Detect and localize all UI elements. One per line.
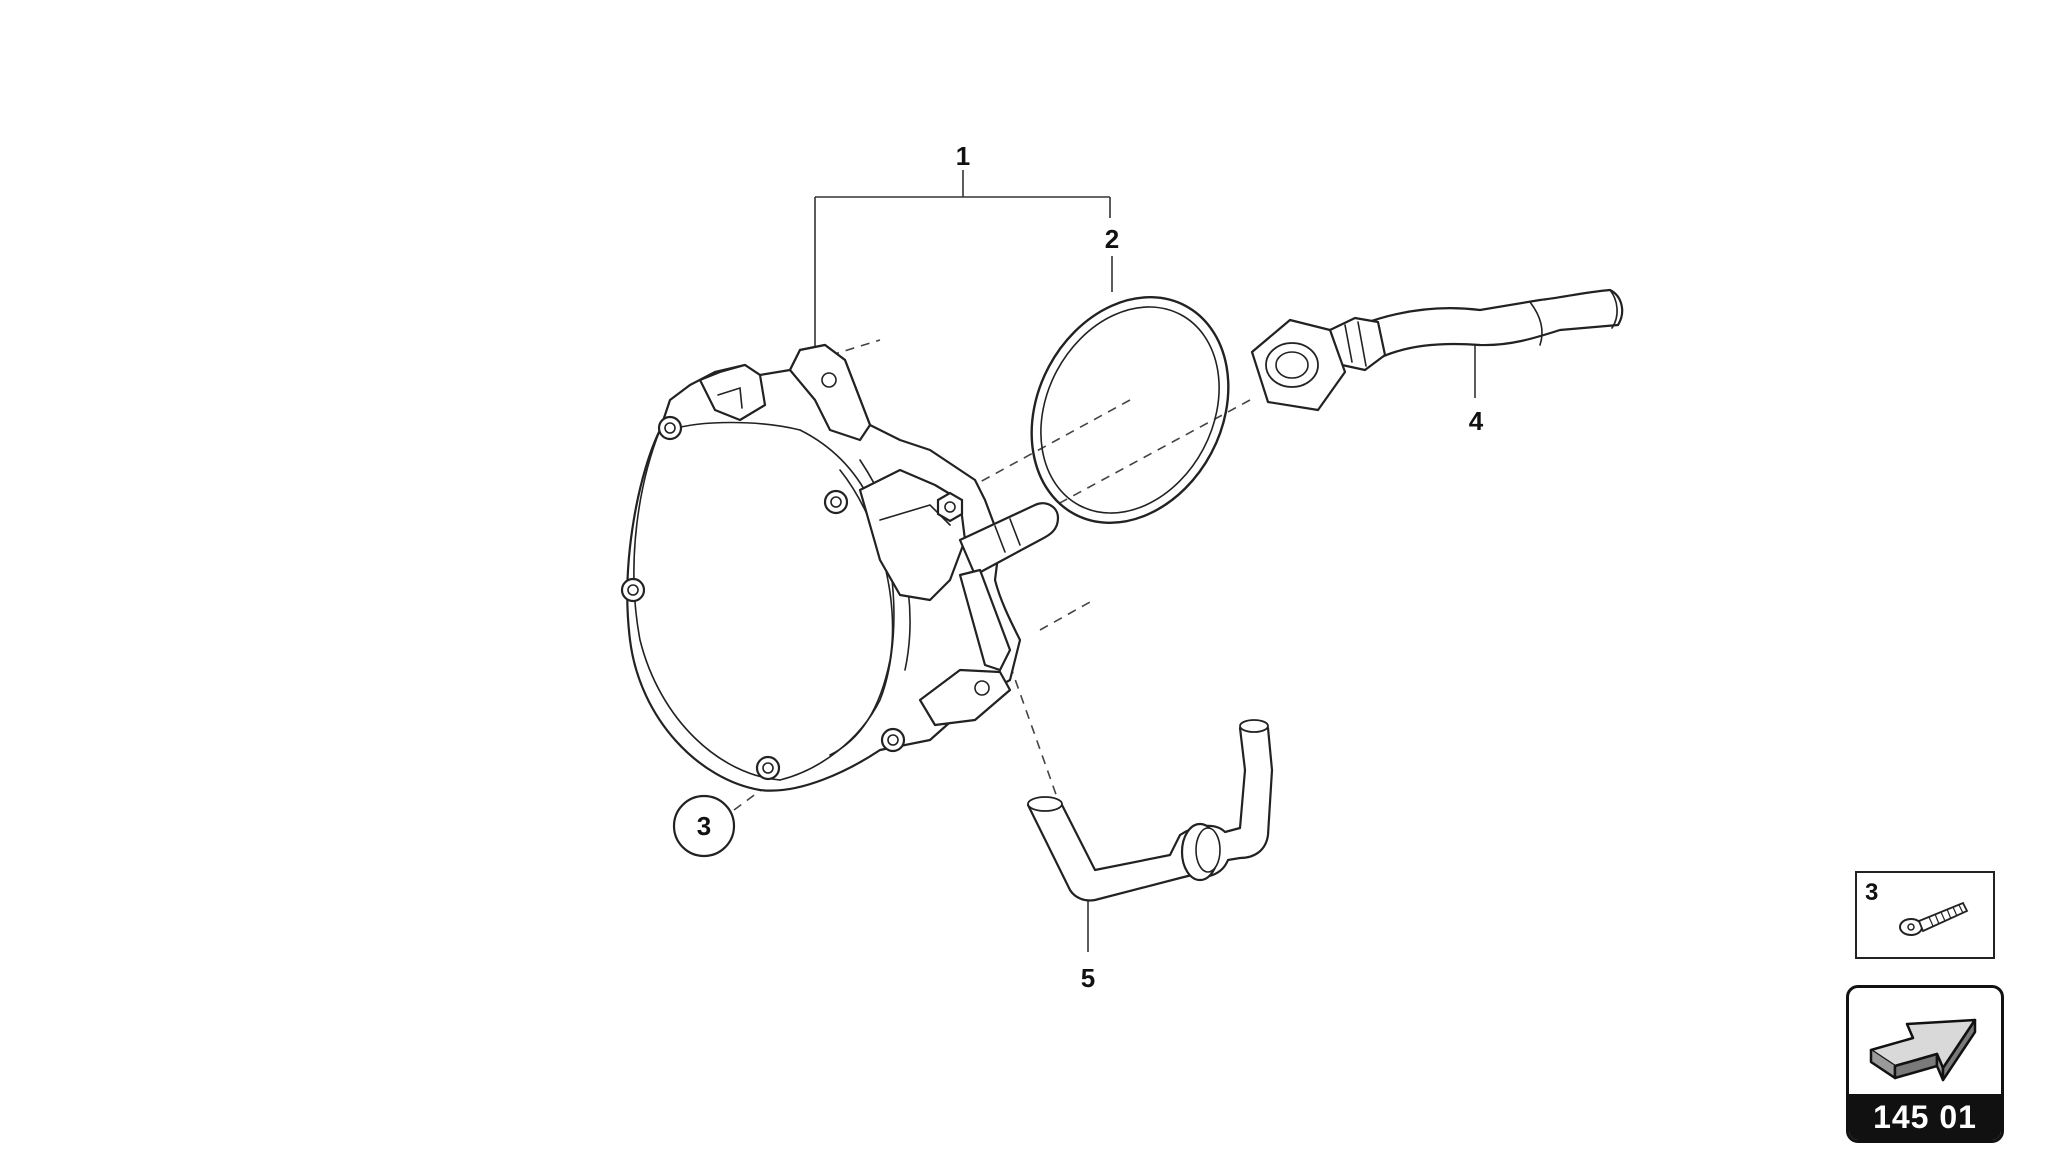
bent-hose — [1026, 719, 1274, 902]
bolt-detail-label: 3 — [1865, 879, 1879, 906]
callout-4: 4 — [1469, 406, 1484, 436]
callout-1: 1 — [956, 141, 970, 171]
vacuum-hose — [1250, 288, 1624, 412]
callout-2: 2 — [1105, 224, 1119, 254]
bolt-icon — [1899, 901, 1969, 936]
seal-ring — [1030, 296, 1230, 524]
callout-5: 5 — [1081, 963, 1095, 993]
section-code: 145 01 — [1849, 1094, 2001, 1140]
cover-bolts — [620, 415, 906, 781]
bolt-detail-box: 3 — [1855, 871, 1995, 959]
vacuum-pump — [620, 343, 1060, 792]
callout-3-circle: 3 — [672, 794, 736, 858]
arrow-right-3d-icon — [1869, 1018, 1977, 1082]
callout-3: 3 — [697, 811, 711, 841]
section-link-button[interactable]: 145 01 — [1846, 985, 2004, 1143]
callout-1-bracket — [814, 170, 1111, 350]
